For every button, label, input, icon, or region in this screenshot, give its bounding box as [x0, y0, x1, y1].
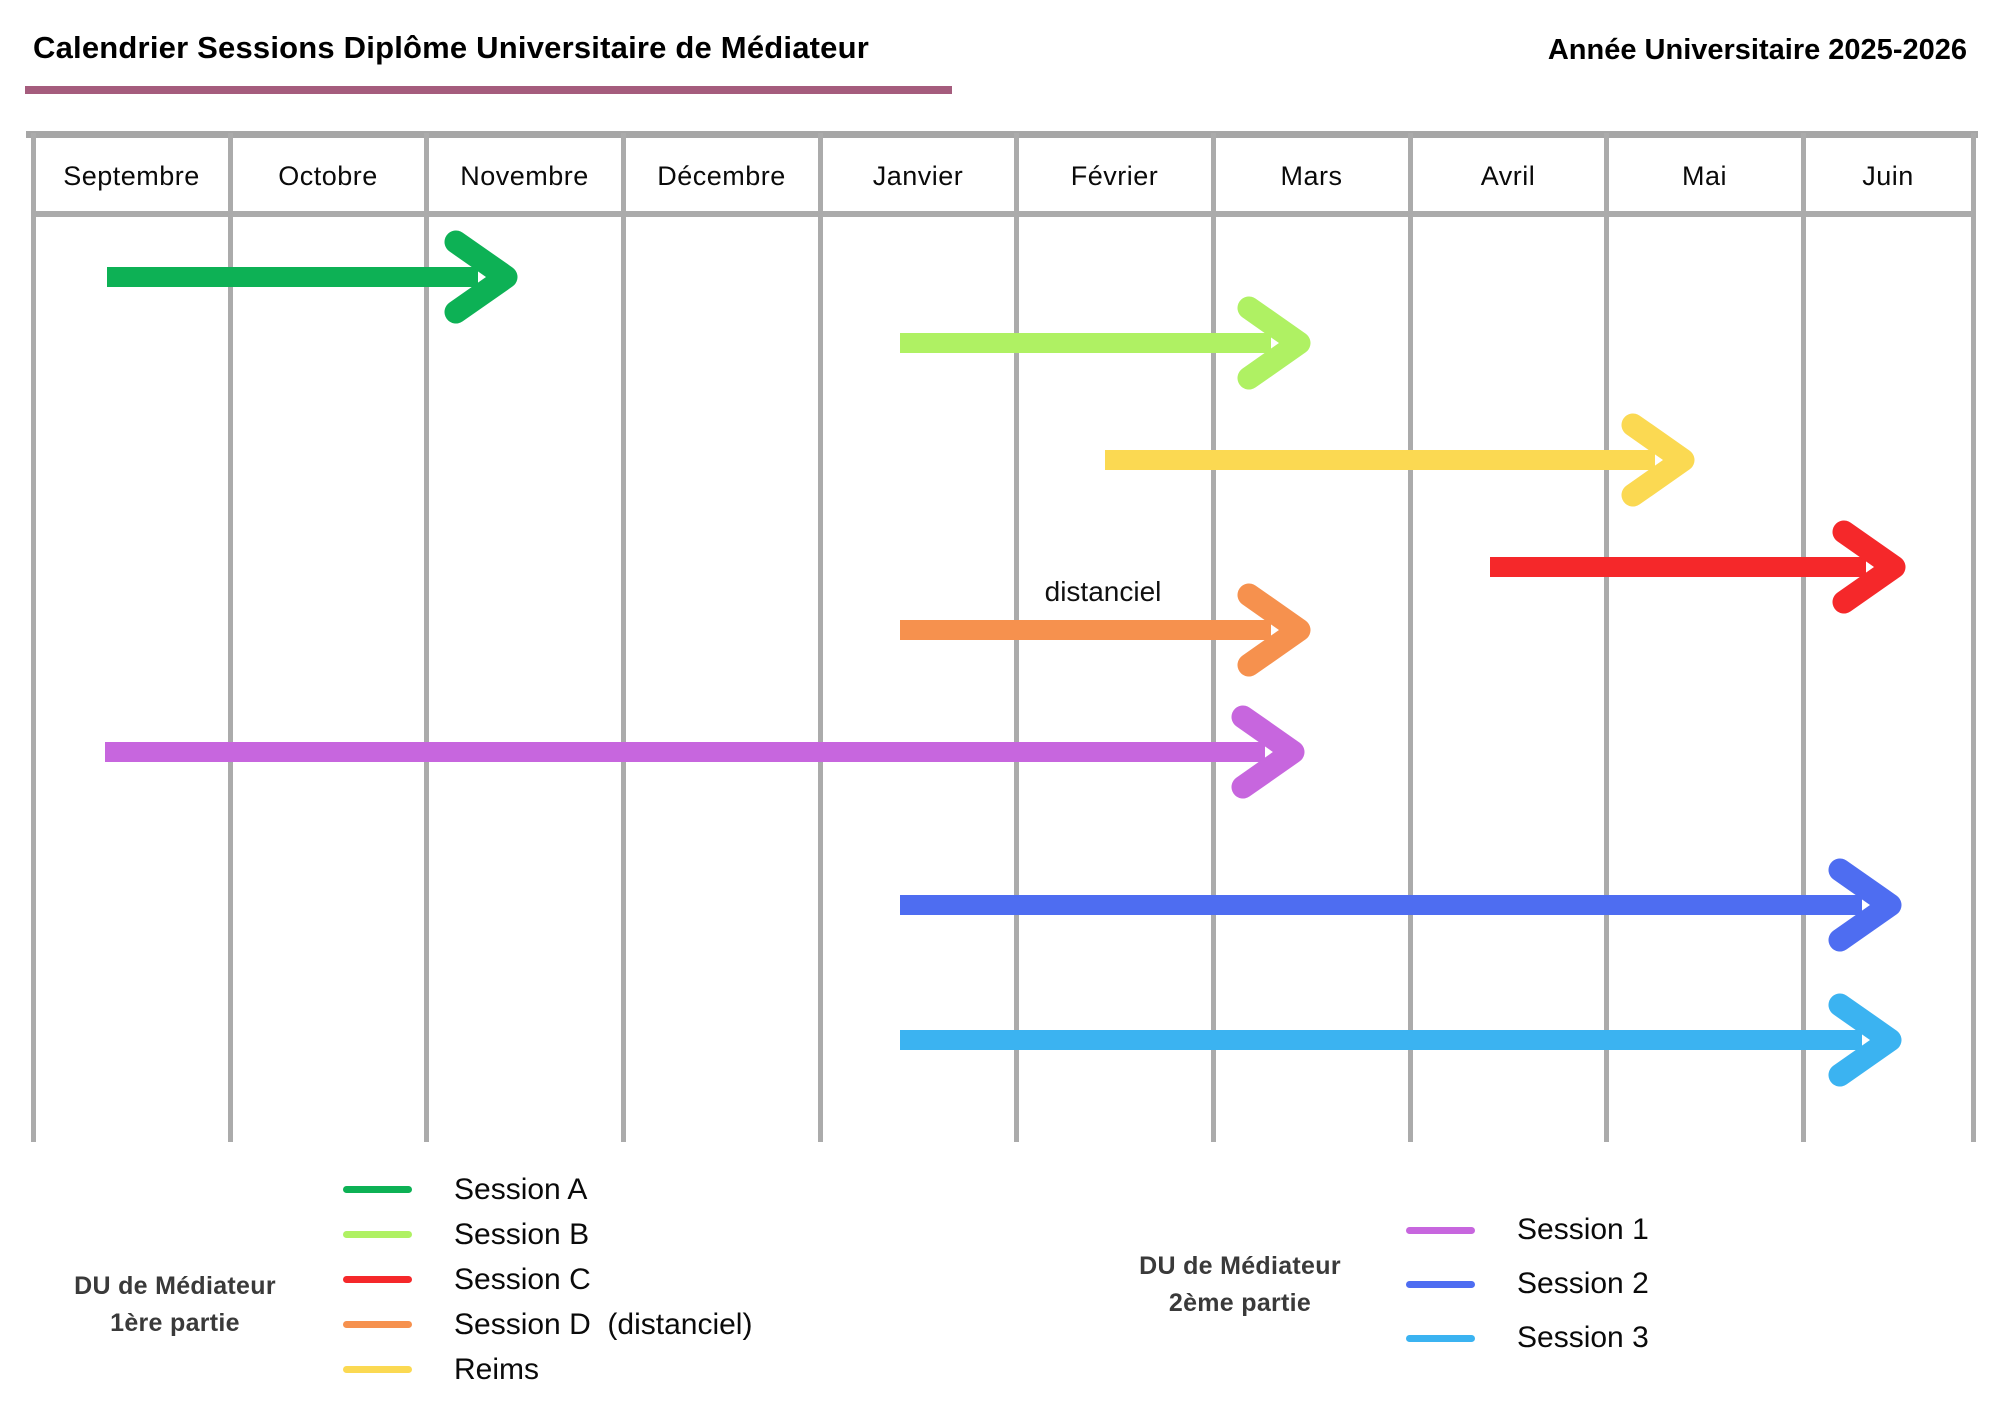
legend-part2: Session 1 Session 2 Session 3	[1406, 1203, 1649, 1365]
legend-item-session-a: Session A	[343, 1167, 752, 1212]
month-header-octobre: Octobre	[278, 161, 378, 191]
legend-label-session-a: Session A	[454, 1172, 588, 1206]
legend-title-part1-line2: 1ère partie	[110, 1309, 240, 1337]
legend-part1: Session A Session B Session C Session D (di…	[343, 1167, 752, 1392]
session-c-arrow	[1490, 520, 1906, 614]
distanciel-annotation: distanciel	[1044, 576, 1162, 607]
legend-item-session-b: Session B	[343, 1212, 752, 1257]
legend-swatch-reims	[343, 1366, 412, 1373]
legend-item-session-2: Session 2	[1406, 1257, 1649, 1311]
legend-title-part1: DU de Médiateur 1ère partie	[40, 1268, 310, 1342]
session-1-arrow	[105, 705, 1305, 799]
session-b-arrow	[900, 296, 1311, 390]
legend-item-session-1: Session 1	[1406, 1203, 1649, 1257]
month-header-juin: Juin	[1862, 161, 1914, 191]
grid-column-line-7	[1407, 133, 1413, 1142]
grid-column-line-1	[227, 133, 233, 1142]
grid-top-border	[26, 131, 1978, 138]
session-2-arrow	[900, 858, 1902, 952]
legend-swatch-session-2	[1406, 1280, 1475, 1288]
legend-swatch-session-a	[343, 1186, 412, 1193]
grid-column-line-8	[1603, 133, 1609, 1142]
legend-swatch-session-1	[1406, 1226, 1475, 1234]
legend-title-part1-line1: DU de Médiateur	[74, 1272, 276, 1300]
legend-label-session-2: Session 2	[1517, 1267, 1649, 1300]
session-a-arrow	[107, 230, 518, 324]
legend-swatch-session-d-distanciel	[343, 1321, 412, 1328]
grid-column-line-2	[423, 133, 429, 1142]
legend-swatch-session-3	[1406, 1334, 1475, 1342]
month-header-mai: Mai	[1681, 161, 1727, 191]
legend-title-part2: DU de Médiateur 2ème partie	[1090, 1248, 1390, 1322]
title-underline	[25, 86, 952, 94]
session-3-arrow	[900, 993, 1902, 1087]
legend-item-session-3: Session 3	[1406, 1311, 1649, 1365]
legend-swatch-session-b	[343, 1231, 412, 1238]
grid-column-line-9	[1800, 133, 1806, 1142]
legend-swatch-session-c	[343, 1276, 412, 1283]
month-header-janvier: Janvier	[872, 161, 964, 191]
academic-year-label: Année Universitaire 2025-2026	[1547, 34, 1967, 66]
legend-label-session-c: Session C	[454, 1262, 591, 1296]
month-header-septembre: Septembre	[63, 161, 200, 191]
legend-label-reims: Reims	[454, 1352, 540, 1386]
legend-label-session-d-distanciel: Session D (distanciel)	[454, 1307, 753, 1341]
legend-item-session-c: Session C	[343, 1257, 752, 1302]
session-d-distanciel-arrow	[900, 583, 1311, 677]
legend-label-session-3: Session 3	[1517, 1321, 1649, 1354]
legend-item-reims: Reims	[343, 1347, 752, 1392]
grid-column-line-0	[30, 133, 36, 1142]
month-header-novembre: Novembre	[460, 161, 589, 191]
month-header-mars: Mars	[1280, 161, 1343, 191]
grid-column-line-10	[1970, 133, 1976, 1142]
legend-title-part2-line2: 2ème partie	[1168, 1289, 1312, 1317]
page-title: Calendrier Sessions Diplôme Universitair…	[33, 30, 870, 65]
legend-label-session-b: Session B	[454, 1217, 590, 1251]
legend-title-part2-line1: DU de Médiateur	[1139, 1252, 1341, 1280]
reims-arrow	[1105, 413, 1695, 507]
grid-column-line-3	[620, 133, 626, 1142]
month-header-avril: Avril	[1480, 161, 1536, 191]
grid-column-line-4	[817, 133, 823, 1142]
month-header-fevrier: Février	[1070, 161, 1159, 191]
month-header-decembre: Décembre	[657, 161, 786, 191]
legend-label-session-1: Session 1	[1517, 1213, 1649, 1246]
legend-item-session-d-distanciel: Session D (distanciel)	[343, 1302, 752, 1347]
grid-header-separator	[33, 211, 1973, 217]
